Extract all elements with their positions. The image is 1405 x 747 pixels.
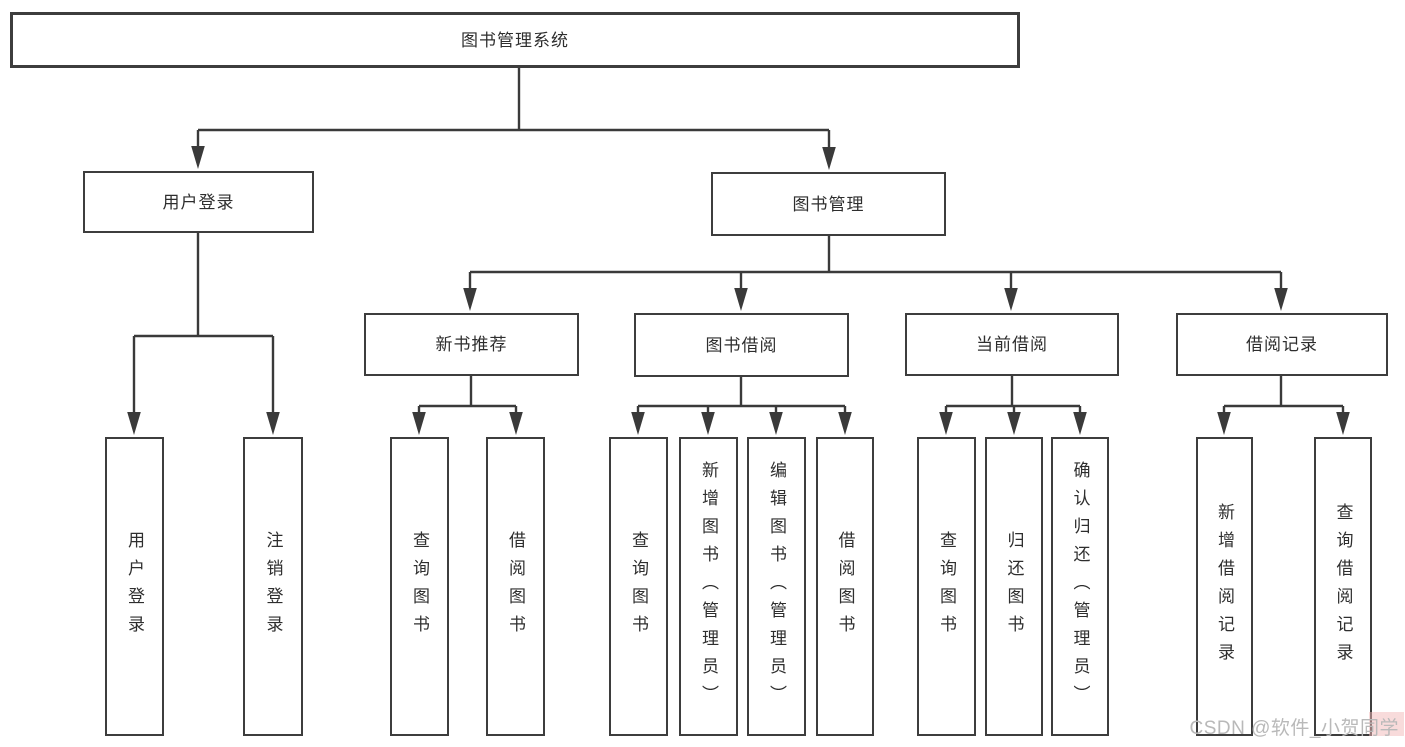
node-leaf-query-borrow-record: 查询借阅记录	[1314, 437, 1372, 736]
connector-borrowing-records	[1217, 376, 1350, 435]
arrowhead-icon	[509, 412, 523, 435]
node-user-login: 用户登录	[83, 171, 314, 233]
arrowhead-icon	[463, 288, 477, 311]
node-label-leaf-query-book-2: 查询图书	[629, 530, 648, 643]
node-leaf-edit-book: 编辑图书（管理员）	[747, 437, 806, 736]
arrowhead-icon	[127, 412, 141, 435]
arrowhead-icon	[939, 412, 953, 435]
connector-root	[191, 68, 836, 170]
arrowhead-icon	[734, 288, 748, 311]
node-label-book-borrowing: 图书借阅	[705, 335, 778, 355]
connector-book-borrowing	[631, 377, 852, 435]
node-leaf-borrow-book-1: 借阅图书	[486, 437, 545, 736]
arrowhead-icon	[1336, 412, 1350, 435]
node-leaf-confirm-return: 确认归还（管理员）	[1051, 437, 1109, 736]
node-book-management: 图书管理	[711, 172, 946, 236]
node-root: 图书管理系统	[10, 12, 1020, 68]
arrowhead-icon	[1007, 412, 1021, 435]
arrowhead-icon	[822, 147, 836, 170]
node-label-leaf-logout: 注销登录	[263, 530, 283, 643]
node-label-leaf-query-book-1: 查询图书	[410, 530, 429, 643]
arrowhead-icon	[1274, 288, 1288, 311]
node-leaf-query-book-3: 查询图书	[917, 437, 976, 736]
node-leaf-add-borrow-record: 新增借阅记录	[1196, 437, 1253, 736]
node-book-borrowing: 图书借阅	[634, 313, 849, 377]
node-label-leaf-query-borrow-record: 查询借阅记录	[1333, 502, 1353, 671]
node-label-leaf-user-login: 用户登录	[125, 530, 144, 643]
arrowhead-icon	[1217, 412, 1231, 435]
node-label-current-borrowing: 当前借阅	[976, 335, 1048, 354]
node-leaf-query-book-2: 查询图书	[609, 437, 668, 736]
node-new-book-recommend: 新书推荐	[364, 313, 579, 376]
node-leaf-user-login: 用户登录	[105, 437, 164, 736]
node-leaf-logout: 注销登录	[243, 437, 303, 736]
node-label-leaf-return-book: 归还图书	[1004, 530, 1024, 643]
node-leaf-return-book: 归还图书	[985, 437, 1043, 736]
arrowhead-icon	[838, 412, 852, 435]
arrowhead-icon	[412, 412, 426, 435]
node-current-borrowing: 当前借阅	[905, 313, 1119, 376]
node-leaf-borrow-book-2: 借阅图书	[816, 437, 874, 736]
node-label-leaf-add-borrow-record: 新增借阅记录	[1215, 502, 1234, 671]
node-label-root: 图书管理系统	[461, 30, 569, 50]
node-leaf-add-book: 新增图书（管理员）	[679, 437, 738, 736]
arrowhead-icon	[631, 412, 645, 435]
node-borrowing-records: 借阅记录	[1176, 313, 1388, 376]
connector-current-borrowing	[939, 376, 1087, 435]
arrowhead-icon	[1004, 288, 1018, 311]
arrowhead-icon	[1073, 412, 1087, 435]
node-leaf-query-book-1: 查询图书	[390, 437, 449, 736]
node-label-new-book-recommend: 新书推荐	[435, 335, 508, 354]
connector-book-management	[463, 236, 1288, 311]
node-label-leaf-edit-book: 编辑图书（管理员）	[767, 460, 786, 713]
watermark: CSDN @软件_小贺同学	[1189, 718, 1399, 739]
arrowhead-icon	[266, 412, 280, 435]
node-label-leaf-borrow-book-2: 借阅图书	[835, 530, 855, 643]
node-label-borrowing-records: 借阅记录	[1246, 335, 1318, 354]
node-label-leaf-confirm-return: 确认归还（管理员）	[1070, 460, 1090, 713]
node-label-leaf-query-book-3: 查询图书	[937, 530, 956, 643]
node-label-user-login: 用户登录	[162, 192, 235, 212]
node-label-leaf-add-book: 新增图书（管理员）	[699, 460, 718, 713]
node-label-book-management: 图书管理	[792, 194, 865, 214]
watermark-accent	[1369, 712, 1404, 736]
arrowhead-icon	[191, 146, 205, 169]
connector-user-login	[127, 233, 280, 435]
connector-new-book-recommend	[412, 376, 523, 435]
arrowhead-icon	[701, 412, 715, 435]
arrowhead-icon	[769, 412, 783, 435]
node-label-leaf-borrow-book-1: 借阅图书	[506, 530, 525, 643]
